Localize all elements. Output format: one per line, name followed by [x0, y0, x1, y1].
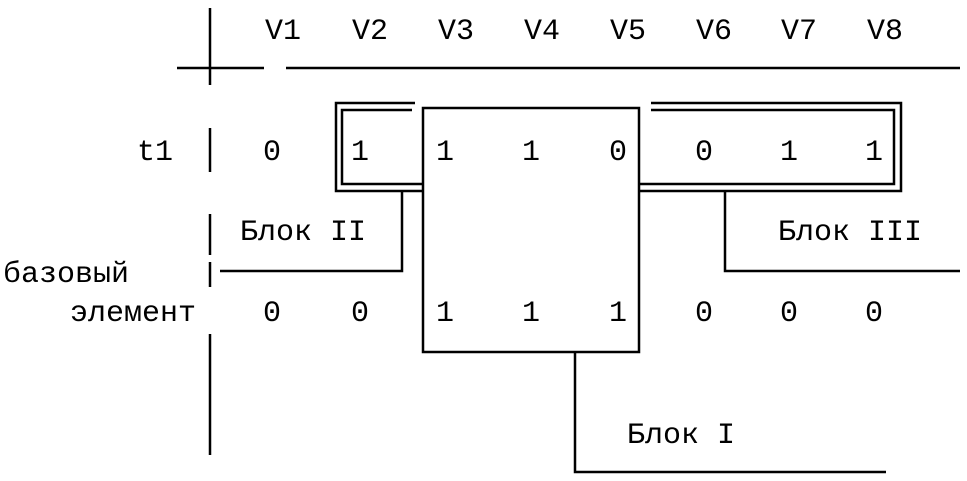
cell-base-v1: 0	[263, 297, 281, 331]
table-axes	[177, 8, 960, 455]
column-header-v4: V4	[524, 15, 560, 49]
cell-t1-v3: 1	[436, 136, 454, 170]
cell-t1-v6: 0	[695, 136, 713, 170]
row-label-t1: t1	[137, 136, 173, 170]
block-2-frame: Блок II	[220, 101, 423, 273]
column-header-v6: V6	[696, 15, 732, 49]
cell-t1-v5: 0	[609, 136, 627, 170]
row-label-base-line1: базовый	[3, 258, 129, 292]
cell-base-v5: 1	[609, 297, 627, 331]
column-header-v5: V5	[610, 15, 646, 49]
cell-base-v7: 0	[780, 297, 798, 331]
block-1-leader	[573, 352, 886, 474]
block-1-label: Блок I	[627, 419, 735, 453]
block-3-outer-frame	[639, 101, 903, 193]
row-t1: t1 0 1 1 1 0 0 1 1	[137, 136, 883, 170]
cell-base-v2: 0	[351, 297, 369, 331]
column-header-v7: V7	[781, 15, 817, 49]
block-3-frame: Блок III	[639, 101, 960, 273]
cell-t1-v8: 1	[865, 136, 883, 170]
cell-base-v8: 0	[865, 297, 883, 331]
cell-base-v3: 1	[436, 297, 454, 331]
cell-t1-v2: 1	[351, 136, 369, 170]
block-3-label: Блок III	[778, 216, 922, 250]
column-header-v1: V1	[265, 15, 301, 49]
column-header-v8: V8	[867, 15, 903, 49]
row-base-element: базовый элемент 0 0 1 1 1 0 0 0	[3, 258, 883, 331]
cell-t1-v1: 0	[263, 136, 281, 170]
cell-t1-v4: 1	[522, 136, 540, 170]
column-header-v3: V3	[438, 15, 474, 49]
block-2-inner-frame	[340, 108, 423, 186]
block-3-inner-frame	[639, 108, 896, 186]
row-label-base-line2: элемент	[70, 297, 196, 331]
block-1-box	[421, 106, 641, 354]
block-2-outer-frame	[334, 101, 423, 193]
block-1-frame: Блок I	[421, 106, 886, 474]
cell-base-v4: 1	[522, 297, 540, 331]
column-headers: V1 V2 V3 V4 V5 V6 V7 V8	[265, 15, 903, 49]
cell-base-v6: 0	[695, 297, 713, 331]
block-3-leader	[723, 191, 960, 273]
cell-t1-v7: 1	[780, 136, 798, 170]
block-2-leader	[220, 191, 404, 273]
column-header-v2: V2	[352, 15, 388, 49]
block-2-label: Блок II	[240, 216, 366, 250]
